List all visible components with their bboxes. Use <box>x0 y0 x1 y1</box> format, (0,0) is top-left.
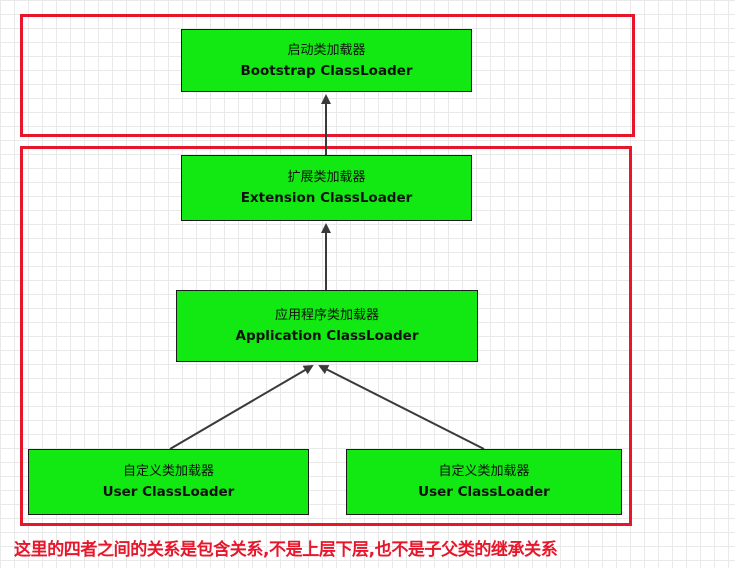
extension-classloader-node: 扩展类加载器 Extension ClassLoader <box>181 155 472 221</box>
bootstrap-classloader-node: 启动类加载器 Bootstrap ClassLoader <box>181 29 472 92</box>
node-title-cn: 启动类加载器 <box>287 42 366 58</box>
node-title-cn: 自定义类加载器 <box>438 464 530 479</box>
node-title-cn: 自定义类加载器 <box>122 464 214 479</box>
diagram-caption: 这里的四者之间的关系是包含关系,不是上层下层,也不是子父类的继承关系 <box>14 540 558 560</box>
user-classloader-node-right: 自定义类加载器 User ClassLoader <box>346 449 622 515</box>
user-classloader-node-left: 自定义类加载器 User ClassLoader <box>28 449 309 515</box>
outer-frame-top <box>20 14 635 137</box>
node-title-en: User ClassLoader <box>418 484 550 500</box>
node-title-en: Bootstrap ClassLoader <box>240 62 413 79</box>
node-title-en: User ClassLoader <box>102 484 235 500</box>
node-title-cn: 扩展类加载器 <box>287 170 366 185</box>
node-title-en: Application ClassLoader <box>235 328 419 344</box>
node-title-en: Extension ClassLoader <box>240 190 413 206</box>
application-classloader-node: 应用程序类加载器 Application ClassLoader <box>176 290 478 362</box>
node-title-cn: 应用程序类加载器 <box>274 308 379 323</box>
